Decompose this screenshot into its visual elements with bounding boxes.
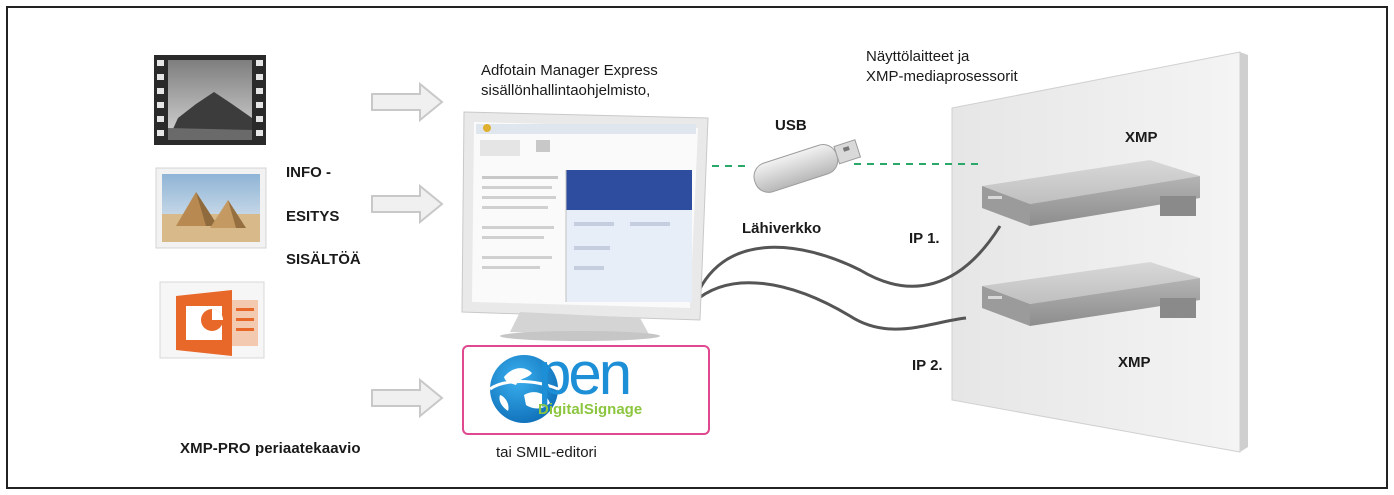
- xmp-top-label: XMP: [1125, 129, 1158, 146]
- xmp-bottom-label: XMP: [1118, 354, 1151, 371]
- powerpoint-icon: [159, 281, 265, 359]
- open-digital-signage-logo: pen DigitalSignage: [462, 340, 710, 435]
- xmp-box-icon: [982, 262, 1200, 326]
- film-strip-icon: [154, 55, 266, 145]
- info-label: INFO -: [286, 164, 331, 181]
- logo-word: pen: [538, 340, 632, 407]
- sisaltoa-label: SISÄLTÖÄ: [286, 251, 361, 268]
- smil-editor-label: tai SMIL-editori: [496, 444, 597, 461]
- globe-icon: [489, 355, 559, 423]
- ip2-label: IP 2.: [912, 357, 943, 374]
- diagram-caption: XMP-PRO periaatekaavio: [180, 440, 361, 457]
- ip1-label: IP 1.: [909, 230, 940, 247]
- lan-cable-ip2: [693, 281, 967, 331]
- monitor-icon: [461, 111, 709, 341]
- xmp-box-icon: [982, 160, 1200, 226]
- arrow-right-icon: [371, 377, 444, 419]
- photo-pyramids-icon: [155, 167, 267, 249]
- logo-subtitle: DigitalSignage: [538, 401, 643, 418]
- lan-cable-ip1: [692, 225, 1002, 303]
- display-wall: [951, 51, 1248, 453]
- manager-label-line1: Adfotain Manager Express: [481, 62, 658, 79]
- usb-stick-icon: [753, 139, 862, 193]
- arrow-right-icon: [371, 81, 444, 123]
- esitys-label: ESITYS: [286, 208, 340, 225]
- displays-label-line2: XMP-mediaprosessorit: [866, 68, 1018, 85]
- usb-label: USB: [775, 117, 807, 134]
- displays-label-line1: Näyttölaitteet ja: [866, 48, 970, 65]
- manager-label-line2: sisällönhallintaohjelmisto,: [481, 82, 651, 99]
- lahiverkko-label: Lähiverkko: [742, 220, 822, 237]
- arrow-right-icon: [371, 183, 444, 225]
